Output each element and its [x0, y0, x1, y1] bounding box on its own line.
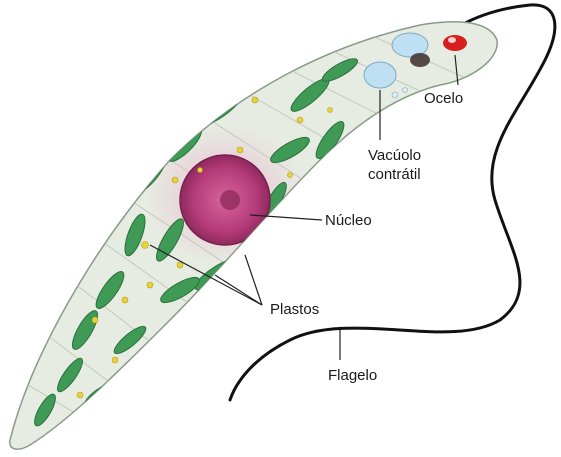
eyespot	[443, 35, 467, 51]
leader-plastos-2	[215, 275, 262, 305]
label-vacuolo-line2: contrátil	[368, 166, 421, 183]
label-plastos: Plastos	[270, 301, 319, 318]
reservoir	[410, 53, 430, 67]
label-nucleo: Núcleo	[325, 212, 372, 229]
label-vacuolo-line1: Vacúolo	[368, 147, 421, 164]
label-flagelo: Flagelo	[328, 367, 377, 384]
nucleolus	[220, 190, 240, 210]
cell-body	[10, 22, 497, 449]
label-ocelo: Ocelo	[424, 90, 463, 107]
